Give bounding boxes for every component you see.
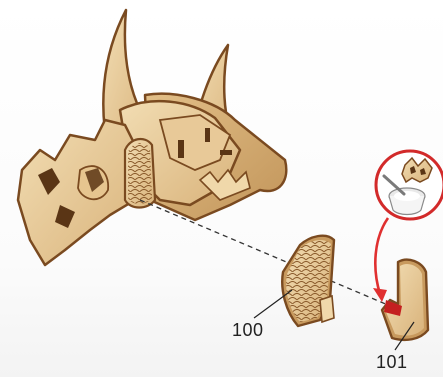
- red-curved-arrow: [373, 218, 388, 302]
- part-100-scale-piece: [282, 236, 334, 326]
- part-number-101: 101: [376, 352, 408, 373]
- dragon-neck-plates: [18, 120, 135, 265]
- glue-bowl-icon: [389, 188, 425, 215]
- installed-scale-panel: [125, 139, 155, 208]
- dashed-guide-line: [140, 200, 395, 308]
- glue-callout: [376, 151, 443, 219]
- part-101-jaw-piece: [382, 260, 428, 340]
- part-number-100: 100: [232, 320, 264, 341]
